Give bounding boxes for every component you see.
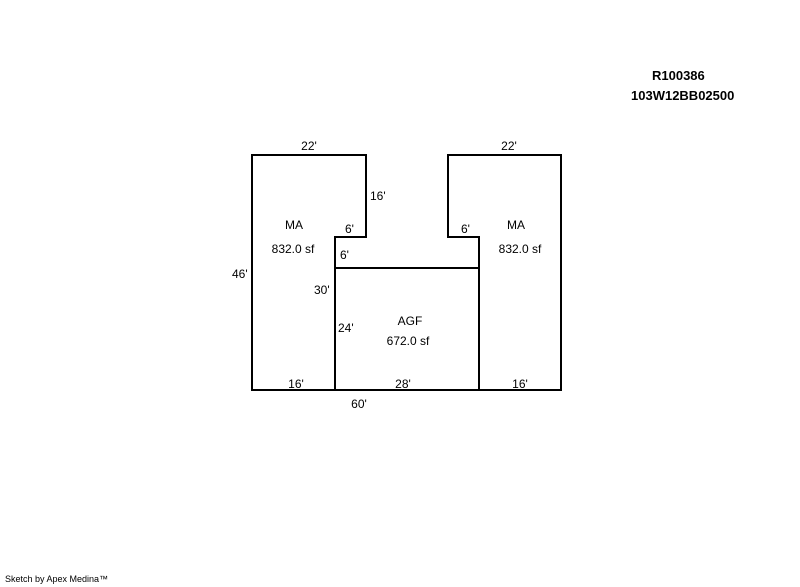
- dim-agf-inner-height: 24': [338, 321, 354, 335]
- dim-total-width: 60': [351, 397, 367, 411]
- area-size-ma-right: 832.0 sf: [499, 242, 542, 256]
- dim-agf-left-height: 30': [314, 283, 330, 297]
- dim-right-bottom: 16': [512, 377, 528, 391]
- dim-left-notch-width: 6': [345, 222, 354, 236]
- area-size-ma-left: 832.0 sf: [272, 242, 315, 256]
- parcel-id: R100386: [652, 68, 705, 83]
- dim-agf-top-offset: 6': [340, 248, 349, 262]
- account-id: 103W12BB02500: [631, 88, 735, 103]
- area-label-ma-right: MA: [507, 218, 525, 232]
- area-label-agf: AGF: [398, 314, 423, 328]
- dim-right-notch-width: 6': [461, 222, 470, 236]
- dim-left-bottom: 16': [288, 377, 304, 391]
- dim-left-height: 46': [232, 267, 248, 281]
- dim-left-notch-height: 16': [370, 189, 386, 203]
- building-outline: [251, 154, 562, 391]
- area-size-agf: 672.0 sf: [387, 334, 430, 348]
- area-label-ma-left: MA: [285, 218, 303, 232]
- dim-right-top: 22': [501, 139, 517, 153]
- dim-agf-bottom: 28': [395, 377, 411, 391]
- dim-left-top: 22': [301, 139, 317, 153]
- sketch-credit: Sketch by Apex Medina™: [5, 574, 109, 584]
